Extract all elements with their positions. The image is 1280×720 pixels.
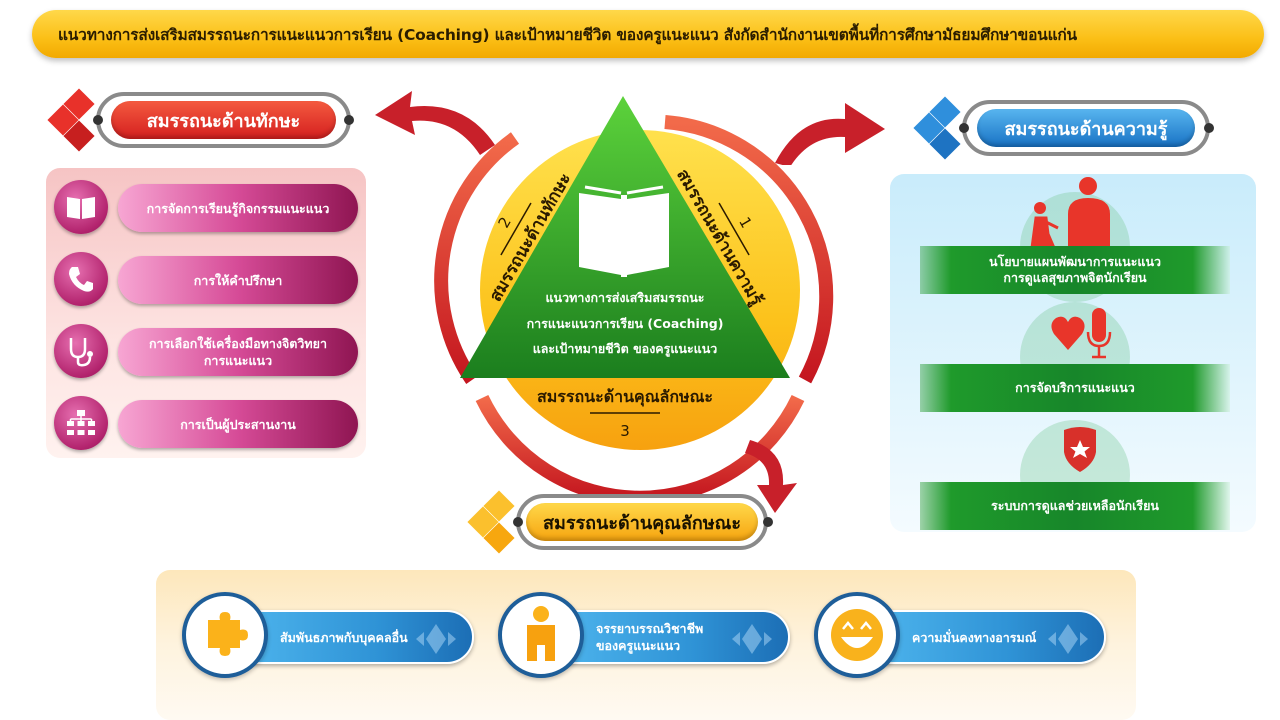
org-chart-icon (54, 396, 108, 450)
side-number-attributes: 3 (620, 422, 630, 440)
center-text-line-1: แนวทางการส่งเสริมสมรรถนะ (546, 290, 705, 305)
arrow-to-attributes-icon (745, 440, 797, 513)
pattern-icon (1048, 624, 1088, 654)
skill-label: การเลือกใช้เครื่องมือทางจิตวิทยา (148, 336, 327, 351)
attribute-label: ความมั่นคงทางอารมณ์ (912, 629, 1037, 645)
pattern-icon (416, 624, 456, 654)
book-icon (54, 180, 108, 234)
shield-star-icon (1064, 427, 1096, 472)
knowledge-item[interactable]: ระบบการดูแลช่วยเหลือนักเรียน (920, 482, 1230, 530)
connector-dot (1204, 123, 1214, 133)
skill-label: การจัดการเรียนรู้กิจกรรมแนะแนว (146, 200, 330, 216)
knowledge-header-label: สมรรถนะด้านความรู้ (977, 109, 1195, 147)
pattern-icon (732, 624, 772, 654)
attribute-label-line-2: ของครูแนะแนว (596, 638, 681, 653)
knowledge-item[interactable]: นโยบายแผนพัฒนาการแนะแนวการดูแลสุขภาพจิตน… (920, 246, 1230, 294)
knowledge-label-line-2: การดูแลสุขภาพจิตนักเรียน (1003, 270, 1147, 285)
connector-dot (344, 115, 354, 125)
attribute-item[interactable]: จรรยาบรรณวิชาชีพของครูแนะแนว (498, 592, 798, 682)
phone-icon (54, 252, 108, 306)
arrow-to-knowledge-icon (775, 103, 885, 165)
knowledge-label: ระบบการดูแลช่วยเหลือนักเรียน (991, 498, 1159, 513)
knowledge-label: การจัดบริการแนะแนว (1015, 380, 1135, 395)
attribute-label: สัมพันธภาพกับบุคคลอื่น (280, 629, 408, 645)
knowledge-panel: นโยบายแผนพัฒนาการแนะแนวการดูแลสุขภาพจิตน… (890, 174, 1256, 532)
skill-label: การเป็นผู้ประสานงาน (180, 416, 296, 432)
connector-dot (93, 115, 103, 125)
knowledge-header: สมรรถนะด้านความรู้ (912, 96, 1222, 160)
heart-microphone-icon (1051, 308, 1112, 359)
center-diagram: สมรรถนะด้านทักษะ 2 สมรรถนะด้านความรู้ 1 … (434, 96, 834, 505)
skill-label-line-2: การแนะแนว (203, 353, 273, 368)
attributes-header: สมรรถนะด้านคุณลักษณะ (466, 490, 776, 554)
connector-dot (513, 517, 523, 527)
connector-dot (959, 123, 969, 133)
parent-child-icon (1030, 177, 1110, 248)
skill-item[interactable]: การเป็นผู้ประสานงาน (54, 396, 359, 452)
skills-panel: การจัดการเรียนรู้กิจกรรมแนะแนว การให้คำป… (46, 168, 366, 458)
ring-segment-left (434, 132, 520, 384)
attributes-header-label: สมรรถนะด้านคุณลักษณะ (526, 503, 758, 541)
attribute-item[interactable]: สัมพันธภาพกับบุคคลอื่น (182, 592, 482, 682)
skill-label: การให้คำปรึกษา (193, 272, 283, 288)
puzzle-icon (182, 592, 268, 678)
skill-item[interactable]: การเลือกใช้เครื่องมือทางจิตวิทยาการแนะแน… (54, 324, 359, 380)
center-text-line-2: การแนะแนวการเรียน (Coaching) (527, 316, 724, 331)
ring-segment-right (664, 115, 834, 384)
skills-header-label: สมรรถนะด้านทักษะ (111, 101, 336, 139)
person-icon (498, 592, 584, 678)
skill-item[interactable]: การให้คำปรึกษา (54, 252, 359, 308)
page-title: แนวทางการส่งเสริมสมรรถนะการแนะแนวการเรีย… (58, 25, 1077, 44)
skill-item[interactable]: การจัดการเรียนรู้กิจกรรมแนะแนว (54, 180, 359, 236)
skills-header: สมรรถนะด้านทักษะ (46, 88, 356, 152)
arrow-to-skills-icon (375, 91, 495, 155)
attributes-panel: สัมพันธภาพกับบุคคลอื่น จรรยาบรรณวิชาชีพข… (156, 570, 1136, 720)
knowledge-label: นโยบายแผนพัฒนาการแนะแนว (988, 254, 1162, 269)
attribute-label: จรรยาบรรณวิชาชีพ (596, 621, 704, 636)
smiley-icon (814, 592, 900, 678)
title-banner: แนวทางการส่งเสริมสมรรถนะการแนะแนวการเรีย… (32, 10, 1264, 58)
attribute-item[interactable]: ความมั่นคงทางอารมณ์ (814, 592, 1114, 682)
connector-dot (763, 517, 773, 527)
open-book-icon (579, 185, 669, 277)
stethoscope-icon (54, 324, 108, 378)
side-label-attributes: สมรรถนะด้านคุณลักษณะ (537, 387, 713, 407)
center-text-line-3: และเป้าหมายชีวิต ของครูแนะแนว (533, 341, 718, 357)
knowledge-item[interactable]: การจัดบริการแนะแนว (920, 364, 1230, 412)
